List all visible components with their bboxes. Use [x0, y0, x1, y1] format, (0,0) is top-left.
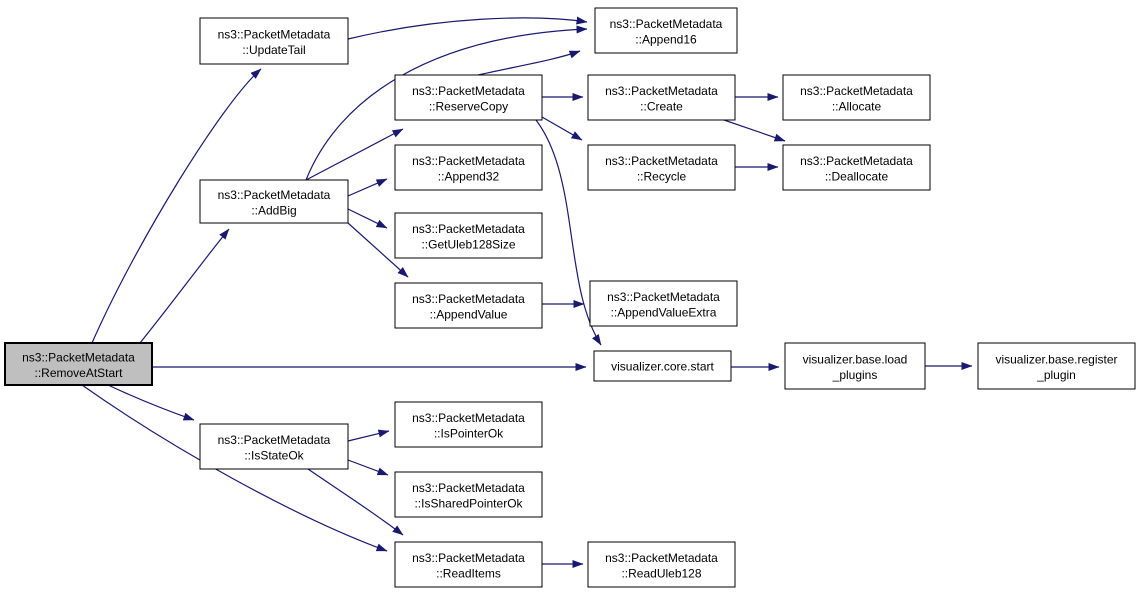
- node-reserve-copy[interactable]: ns3::PacketMetadata::ReserveCopy: [394, 74, 543, 121]
- node-label-append-value-extra-line-1: ns3::PacketMetadata: [607, 290, 720, 304]
- node-label-append-value-line-1: ns3::PacketMetadata: [412, 292, 525, 306]
- edge-create--deallocate: [723, 119, 786, 142]
- edge-reserve-copy--append-16: [477, 50, 581, 76]
- node-create[interactable]: ns3::PacketMetadata::Create: [587, 74, 736, 121]
- node-box-deallocate[interactable]: [782, 144, 931, 191]
- node-box-remove-at-start[interactable]: [4, 342, 153, 386]
- node-label-read-items-line-2: ::ReadItems: [436, 567, 501, 581]
- node-label-read-uleb-128-line-1: ns3::PacketMetadata: [605, 551, 718, 565]
- node-append-value[interactable]: ns3::PacketMetadata::AppendValue: [394, 282, 543, 329]
- node-remove-at-start[interactable]: ns3::PacketMetadata::RemoveAtStart: [4, 342, 153, 386]
- node-label-load-plugins-line-1: visualizer.base.load: [803, 353, 908, 367]
- edge-remove-at-start--is-state-ok: [107, 384, 195, 421]
- edge-add-big--append-32: [347, 178, 388, 197]
- node-label-get-uleb-128-size-line-1: ns3::PacketMetadata: [412, 222, 525, 236]
- node-label-register-plugin-line-2: _plugin: [1036, 368, 1076, 382]
- node-label-core-start-line-1: visualizer.core.start: [611, 360, 714, 374]
- node-box-append-value-extra[interactable]: [589, 280, 738, 327]
- node-box-read-items[interactable]: [394, 541, 543, 588]
- edge-reserve-copy--recycle: [541, 116, 583, 141]
- node-box-is-shared-pointer-ok[interactable]: [394, 471, 543, 518]
- node-is-shared-pointer-ok[interactable]: ns3::PacketMetadata::IsSharedPointerOk: [394, 471, 543, 518]
- node-box-add-big[interactable]: [199, 179, 349, 224]
- node-label-remove-at-start-line-1: ns3::PacketMetadata: [22, 351, 135, 365]
- node-allocate[interactable]: ns3::PacketMetadata::Allocate: [782, 74, 931, 121]
- node-label-recycle-line-1: ns3::PacketMetadata: [605, 154, 718, 168]
- node-label-load-plugins-line-2: _plugins: [832, 368, 878, 382]
- node-box-is-pointer-ok[interactable]: [394, 401, 543, 448]
- node-append-32[interactable]: ns3::PacketMetadata::Append32: [394, 144, 543, 191]
- node-box-read-uleb-128[interactable]: [587, 541, 736, 588]
- node-box-get-uleb-128-size[interactable]: [394, 212, 543, 259]
- node-label-create-line-1: ns3::PacketMetadata: [605, 84, 718, 98]
- node-add-big[interactable]: ns3::PacketMetadata::AddBig: [199, 179, 349, 224]
- node-label-is-state-ok-line-2: ::IsStateOk: [244, 449, 304, 463]
- node-box-recycle[interactable]: [587, 144, 736, 191]
- node-box-append-32[interactable]: [394, 144, 543, 191]
- node-get-uleb-128-size[interactable]: ns3::PacketMetadata::GetUleb128Size: [394, 212, 543, 259]
- node-label-is-shared-pointer-ok-line-2: ::IsSharedPointerOk: [414, 497, 523, 511]
- edge-is-state-ok--is-pointer-ok: [347, 429, 390, 442]
- node-label-remove-at-start-line-2: ::RemoveAtStart: [34, 366, 123, 380]
- node-load-plugins[interactable]: visualizer.base.load_plugins: [784, 342, 926, 390]
- node-label-is-shared-pointer-ok-line-1: ns3::PacketMetadata: [412, 481, 525, 495]
- node-box-is-state-ok[interactable]: [199, 423, 349, 470]
- node-label-add-big-line-2: ::AddBig: [251, 204, 296, 218]
- node-label-is-pointer-ok-line-1: ns3::PacketMetadata: [412, 411, 525, 425]
- edge-is-state-ok--read-items: [307, 468, 404, 536]
- node-label-append-value-line-2: ::AppendValue: [430, 308, 508, 322]
- node-label-allocate-line-2: ::Allocate: [832, 100, 882, 114]
- node-box-reserve-copy[interactable]: [394, 74, 543, 121]
- node-label-recycle-line-2: ::Recycle: [637, 170, 687, 184]
- node-label-update-tail-line-1: ns3::PacketMetadata: [218, 28, 331, 42]
- node-box-core-start[interactable]: [593, 350, 732, 382]
- node-label-append-16-line-1: ns3::PacketMetadata: [610, 17, 723, 31]
- node-update-tail[interactable]: ns3::PacketMetadata::UpdateTail: [199, 17, 349, 65]
- node-append-16[interactable]: ns3::PacketMetadata::Append16: [594, 7, 738, 54]
- node-label-reserve-copy-line-2: ::ReserveCopy: [429, 100, 508, 114]
- node-label-append-32-line-2: ::Append32: [438, 170, 500, 184]
- edge-update-tail--append-16: [347, 16, 588, 40]
- node-label-read-items-line-1: ns3::PacketMetadata: [412, 551, 525, 565]
- node-label-add-big-line-1: ns3::PacketMetadata: [218, 188, 331, 202]
- node-box-load-plugins[interactable]: [784, 342, 926, 390]
- node-is-state-ok[interactable]: ns3::PacketMetadata::IsStateOk: [199, 423, 349, 470]
- node-box-append-value[interactable]: [394, 282, 543, 329]
- node-box-update-tail[interactable]: [199, 17, 349, 65]
- node-label-append-value-extra-line-2: ::AppendValueExtra: [611, 306, 717, 320]
- node-label-append-32-line-1: ns3::PacketMetadata: [412, 154, 525, 168]
- node-box-register-plugin[interactable]: [977, 342, 1136, 390]
- node-label-append-16-line-2: ::Append16: [635, 33, 697, 47]
- node-label-get-uleb-128-size-line-2: ::GetUleb128Size: [421, 238, 515, 252]
- node-label-is-state-ok-line-1: ns3::PacketMetadata: [218, 433, 331, 447]
- node-is-pointer-ok[interactable]: ns3::PacketMetadata::IsPointerOk: [394, 401, 543, 448]
- node-label-update-tail-line-2: ::UpdateTail: [242, 43, 305, 57]
- edge-is-state-ok--is-shared-pointer-ok: [347, 459, 389, 476]
- node-label-read-uleb-128-line-2: ::ReadUleb128: [621, 567, 701, 581]
- node-label-reserve-copy-line-1: ns3::PacketMetadata: [412, 84, 525, 98]
- node-box-allocate[interactable]: [782, 74, 931, 121]
- node-label-is-pointer-ok-line-2: ::IsPointerOk: [434, 427, 504, 441]
- node-label-allocate-line-1: ns3::PacketMetadata: [800, 84, 913, 98]
- node-label-deallocate-line-1: ns3::PacketMetadata: [800, 154, 913, 168]
- node-label-deallocate-line-2: ::Deallocate: [825, 170, 889, 184]
- node-register-plugin[interactable]: visualizer.base.register_plugin: [977, 342, 1136, 390]
- edge-remove-at-start--add-big: [139, 228, 230, 344]
- edge-add-big--get-uleb-128-size: [347, 208, 388, 229]
- edge-add-big--reserve-copy: [305, 128, 404, 181]
- node-box-append-16[interactable]: [594, 7, 738, 54]
- node-label-create-line-2: ::Create: [640, 100, 683, 114]
- node-read-uleb-128[interactable]: ns3::PacketMetadata::ReadUleb128: [587, 541, 736, 588]
- node-core-start[interactable]: visualizer.core.start: [593, 350, 732, 382]
- node-label-register-plugin-line-1: visualizer.base.register: [995, 353, 1117, 367]
- node-deallocate[interactable]: ns3::PacketMetadata::Deallocate: [782, 144, 931, 191]
- node-recycle[interactable]: ns3::PacketMetadata::Recycle: [587, 144, 736, 191]
- node-read-items[interactable]: ns3::PacketMetadata::ReadItems: [394, 541, 543, 588]
- node-box-create[interactable]: [587, 74, 736, 121]
- node-append-value-extra[interactable]: ns3::PacketMetadata::AppendValueExtra: [589, 280, 738, 327]
